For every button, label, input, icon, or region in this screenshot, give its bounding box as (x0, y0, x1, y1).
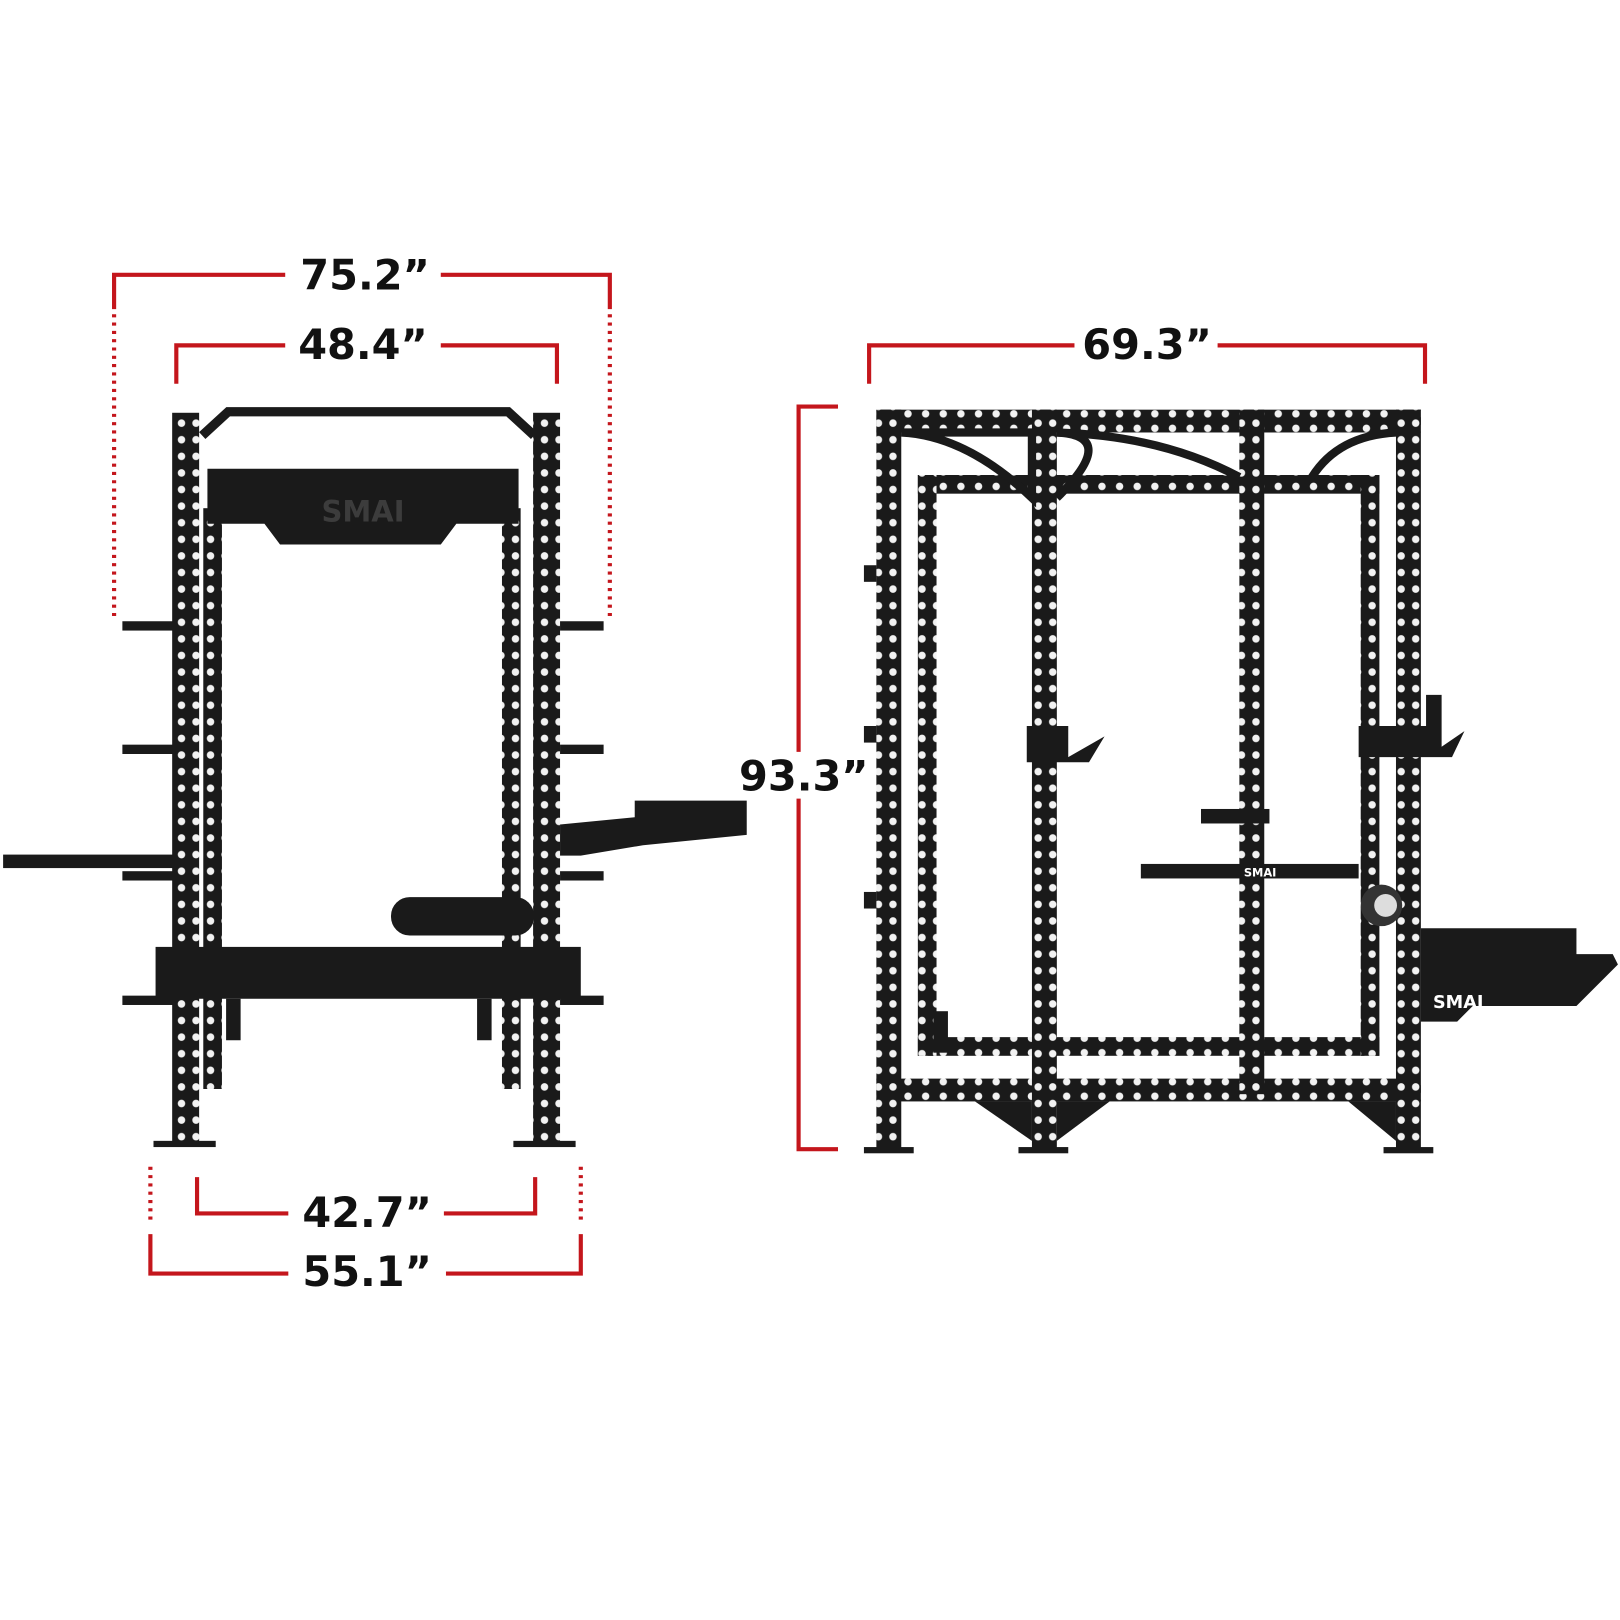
bottom-front-rail (876, 1078, 1421, 1102)
dimension-label: 55.1” (302, 1247, 432, 1296)
dimension-height: 93.3” (739, 404, 869, 1152)
weight-horns (122, 621, 604, 1005)
side-upright-4 (1395, 409, 1421, 1152)
dimension-label: 48.4” (298, 320, 428, 369)
pad-logo: SMAI (1433, 993, 1483, 1013)
bottom-rear-rail (917, 1037, 1380, 1056)
j-hook-left (1026, 725, 1105, 763)
side-feet (863, 1147, 1434, 1154)
side-upright-1 (876, 409, 902, 1152)
front-right-inner-upright (501, 508, 521, 1089)
dimension-label: 75.2” (300, 250, 430, 299)
bench (155, 946, 581, 999)
front-left-upright (172, 412, 200, 1144)
leg-roller (390, 897, 535, 936)
storage-pegs (863, 565, 948, 1053)
side-upright-3 (1239, 409, 1265, 1095)
dimension-label: 93.3” (739, 751, 869, 800)
dimension-overall-width: 75.2” (112, 250, 612, 618)
dimension-label: 69.3” (1082, 320, 1212, 369)
right-pad-attachment (560, 800, 747, 856)
gussets (901, 428, 1397, 1141)
pullup-bar (199, 407, 538, 440)
left-dip-arm (3, 854, 175, 869)
front-right-upright (533, 412, 561, 1144)
dimension-base-outer-width: 55.1” (148, 1166, 583, 1296)
header-plate (207, 468, 519, 545)
top-front-rail (876, 409, 1421, 433)
j-hook-right (1358, 694, 1465, 758)
dimension-inner-width: 48.4” (174, 320, 560, 384)
side-dip-bar (1140, 863, 1359, 879)
dimension-depth: 69.3” (867, 320, 1428, 384)
front-left-foot (153, 1140, 216, 1148)
side-upright-2 (1031, 409, 1057, 1152)
front-view-rack: SMAI (3, 407, 747, 1148)
dimension-base-inner-width: 42.7” (194, 1177, 538, 1237)
side-view-rack: SMAI SMAI (863, 409, 1618, 1154)
front-right-foot (513, 1140, 576, 1148)
header-logo: SMAI (321, 495, 404, 529)
front-left-inner-upright (203, 508, 222, 1089)
top-rear-rail (917, 475, 1380, 494)
dimension-label: 42.7” (302, 1188, 432, 1237)
side-pad-attachment (1420, 928, 1618, 1022)
dip-bar-logo: SMAI (1244, 865, 1277, 879)
